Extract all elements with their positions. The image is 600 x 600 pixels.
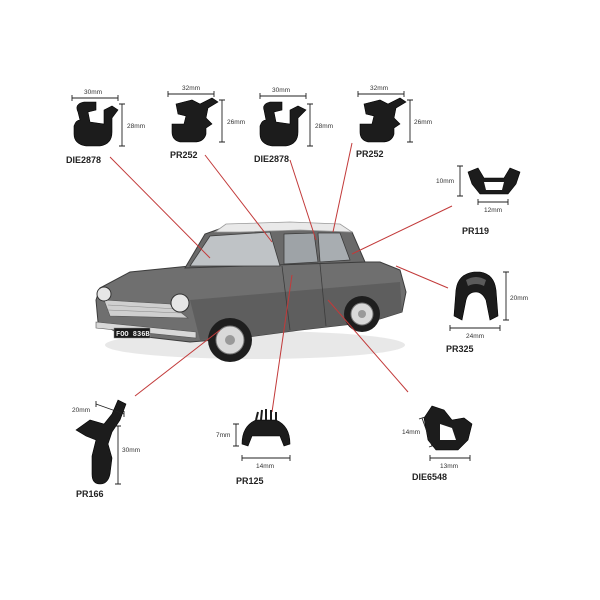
seal-pr252-left: 32mm 26mm PR252 bbox=[167, 85, 245, 160]
seal-pr119: 10mm 12mm PR119 bbox=[436, 165, 521, 236]
seal-pr166: 20mm 30mm PR166 bbox=[72, 399, 140, 499]
part-code: PR119 bbox=[462, 226, 489, 236]
seal-pr252-right: 32mm 26mm PR252 bbox=[356, 85, 432, 159]
dim-width: 14mm bbox=[256, 463, 274, 470]
leader-pr252-left bbox=[204, 154, 273, 243]
dim-width: 13mm bbox=[440, 463, 458, 470]
part-code: PR325 bbox=[446, 344, 474, 354]
part-code: PR166 bbox=[76, 489, 104, 499]
leader-pr166 bbox=[134, 329, 221, 397]
leader-lines bbox=[109, 142, 453, 413]
seal-profile bbox=[453, 271, 499, 321]
seal-die6548: 14mm 13mm DIE6548 bbox=[402, 405, 473, 482]
leader-die2878-right bbox=[289, 159, 317, 241]
dim-height: 14mm bbox=[402, 429, 420, 436]
dim-height: 28mm bbox=[127, 123, 145, 130]
leader-die2878-left bbox=[109, 156, 211, 259]
dim-height: 26mm bbox=[227, 119, 245, 126]
dim-width: 30mm bbox=[84, 89, 102, 96]
dim-width: 24mm bbox=[466, 333, 484, 340]
leader-pr119 bbox=[351, 205, 453, 255]
leader-pr325 bbox=[395, 265, 449, 289]
dim-width: 32mm bbox=[182, 85, 200, 92]
dim-height: 28mm bbox=[315, 123, 333, 130]
seal-die2878-left: 30mm 28mm DIE2878 bbox=[66, 89, 145, 165]
dim-height: 26mm bbox=[414, 119, 432, 126]
seal-profile bbox=[171, 97, 219, 143]
seal-profile bbox=[75, 399, 127, 485]
part-code: PR252 bbox=[356, 149, 384, 159]
dim-width: 20mm bbox=[72, 407, 90, 414]
seal-profile bbox=[467, 167, 521, 195]
dim-width: 32mm bbox=[370, 85, 388, 92]
registration-plate: FOO 836B bbox=[116, 331, 150, 339]
leader-die6548 bbox=[327, 299, 409, 393]
seal-pr325: 20mm 24mm PR325 bbox=[446, 271, 528, 354]
seal-profile bbox=[73, 101, 119, 147]
dim-height: 30mm bbox=[122, 447, 140, 454]
leader-pr125 bbox=[271, 274, 293, 413]
part-code: DIE6548 bbox=[412, 472, 447, 482]
seal-profile bbox=[359, 97, 407, 143]
part-code: PR252 bbox=[170, 150, 198, 160]
part-code: PR125 bbox=[236, 476, 264, 486]
seal-die2878-right: 30mm 28mm DIE2878 bbox=[254, 87, 333, 164]
part-code: DIE2878 bbox=[254, 154, 289, 164]
dim-width: 12mm bbox=[484, 207, 502, 214]
leader-pr252-right bbox=[332, 142, 353, 233]
car-illustration bbox=[95, 221, 407, 362]
seal-profile bbox=[259, 101, 307, 147]
part-code: DIE2878 bbox=[66, 155, 101, 165]
dim-width: 30mm bbox=[272, 87, 290, 94]
seal-profile bbox=[241, 419, 291, 447]
dim-height: 10mm bbox=[436, 178, 454, 185]
seal-pr125: 7mm 14mm PR125 bbox=[216, 409, 291, 486]
dim-height: 20mm bbox=[510, 295, 528, 302]
dim-height: 7mm bbox=[216, 432, 230, 439]
